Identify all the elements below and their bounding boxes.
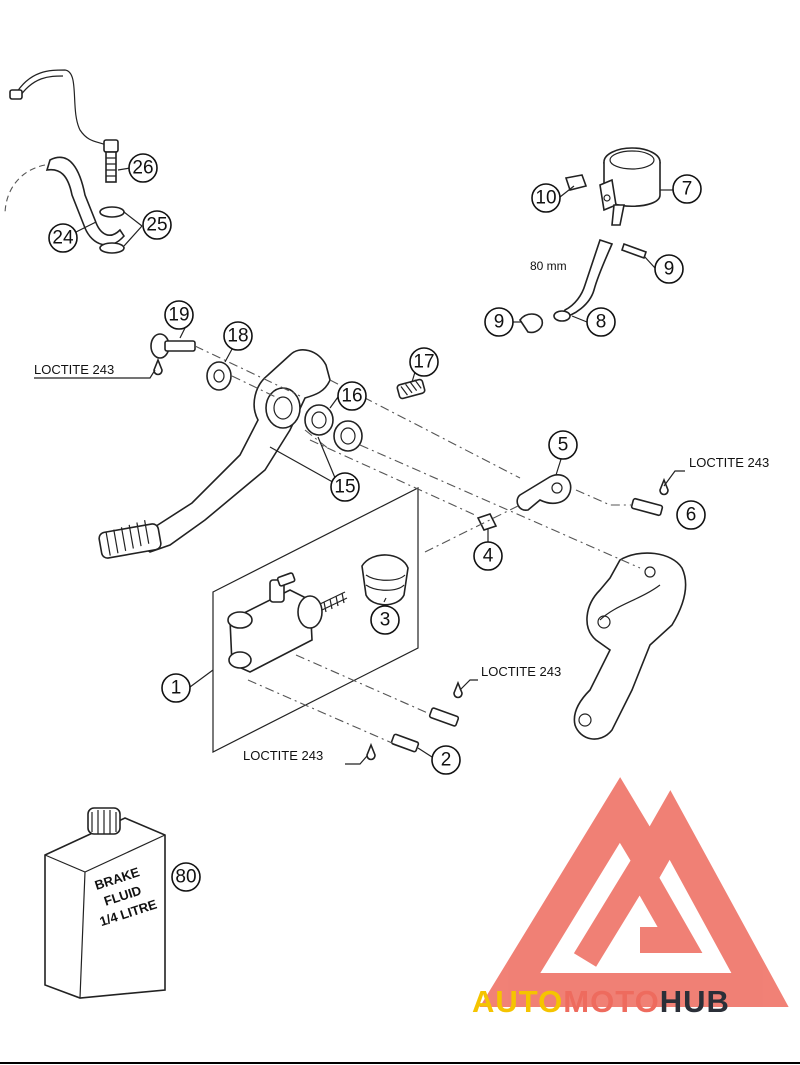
loctite-note-bolt-2-upper: LOCTITE 243 [481, 664, 561, 679]
watermark-hub: HUB [660, 984, 730, 1019]
callout-3: 3 [370, 605, 400, 635]
svg-text:9: 9 [494, 312, 505, 333]
callout-8: 8 [586, 307, 616, 337]
callout-9-right: 9 [654, 254, 684, 284]
svg-text:1: 1 [171, 678, 182, 699]
brake-fluid-can: BRAKE FLUID 1/4 LITRE [44, 807, 166, 999]
pedal-bracket [573, 552, 687, 740]
callout-16: 16 [337, 381, 367, 411]
svg-text:19: 19 [168, 305, 189, 326]
loctite-note-bolt-6: LOCTITE 243 [689, 455, 769, 470]
watermark-text: AUTOMOTOHUB [472, 984, 730, 1019]
svg-text:24: 24 [52, 228, 74, 249]
callout-6: 6 [676, 500, 706, 530]
callout-2: 2 [431, 745, 461, 775]
callout-18: 18 [223, 321, 253, 351]
svg-text:16: 16 [341, 386, 362, 407]
loctite-note-bolt-2-lower: LOCTITE 243 [243, 748, 323, 763]
svg-text:AUTOMOTOHUB: AUTOMOTOHUB [472, 984, 730, 1019]
svg-text:17: 17 [413, 352, 434, 373]
callout-7: 7 [672, 174, 702, 204]
svg-text:3: 3 [380, 610, 391, 631]
watermark-moto: MOTO [563, 984, 659, 1019]
svg-text:8: 8 [596, 312, 607, 333]
svg-text:18: 18 [227, 326, 248, 347]
brake-pedal-group [98, 333, 426, 559]
callout-26: 26 [128, 153, 158, 183]
svg-text:7: 7 [682, 179, 693, 200]
callout-17: 17 [409, 347, 439, 377]
svg-text:26: 26 [132, 158, 153, 179]
callout-25: 25 [142, 210, 172, 240]
svg-text:15: 15 [334, 477, 355, 498]
watermark-auto: AUTO [472, 984, 563, 1019]
reservoir-group [519, 147, 661, 334]
callout-15: 15 [330, 472, 360, 502]
brake-switch-group [4, 69, 126, 254]
hose-length-label: 80 mm [530, 259, 567, 273]
callout-5: 5 [548, 430, 578, 460]
svg-text:25: 25 [146, 215, 167, 236]
svg-text:4: 4 [483, 546, 494, 567]
callout-9-left: 9 [484, 307, 514, 337]
master-cylinder-group [212, 487, 463, 761]
svg-text:80: 80 [175, 867, 196, 888]
callout-10: 10 [531, 183, 561, 213]
svg-text:2: 2 [441, 750, 452, 771]
svg-text:6: 6 [686, 505, 697, 526]
callout-24: 24 [48, 223, 78, 253]
watermark-logo-icon [479, 777, 789, 1007]
callout-19: 19 [164, 300, 194, 330]
loctite-note-bolt-19: LOCTITE 243 [34, 362, 114, 377]
callout-80: 80 [171, 862, 201, 892]
svg-text:9: 9 [664, 259, 675, 280]
clevis-group [476, 474, 669, 531]
callout-1: 1 [161, 673, 191, 703]
assembly-lines [194, 345, 641, 744]
svg-text:5: 5 [558, 435, 569, 456]
callout-4: 4 [473, 541, 503, 571]
leader-lines [34, 167, 685, 765]
svg-text:10: 10 [535, 188, 556, 209]
